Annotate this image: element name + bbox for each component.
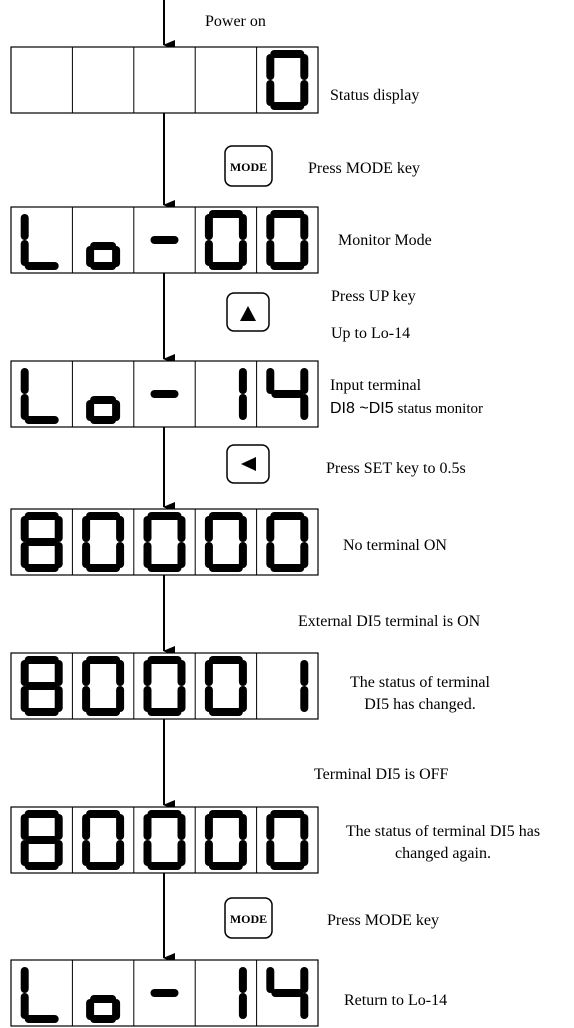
label-status-monitor: status monitor: [397, 401, 484, 417]
digit-L: [20, 214, 59, 270]
digit-0: [143, 512, 186, 572]
digit-8: [20, 512, 63, 572]
digit-L: [20, 967, 59, 1023]
mode-key[interactable]: MODE: [224, 145, 273, 187]
digit-0: [266, 50, 309, 110]
digit-0: [204, 210, 247, 270]
label-press-set: Press SET key to 0.5s: [326, 460, 466, 477]
label-di5-changed: The status of terminal DI5 has changed.: [320, 673, 520, 715]
digit-0: [143, 810, 186, 870]
digit-0: [204, 656, 247, 716]
digit-o: [86, 242, 121, 270]
digit-4: [266, 368, 309, 420]
triangle-up-icon: [240, 306, 256, 321]
display-panel-6: [10, 806, 319, 874]
mode-key-2[interactable]: MODE: [224, 897, 273, 939]
digit-0: [82, 656, 125, 716]
digit-8: [20, 656, 63, 716]
label-power-on: Power on: [205, 13, 266, 30]
digit-0: [143, 656, 186, 716]
up-key[interactable]: [226, 292, 270, 332]
digit-8: [20, 810, 63, 870]
label-di5-changed-line1: The status of terminal: [350, 674, 490, 691]
triangle-left-icon: [241, 457, 256, 471]
label-no-terminal-on: No terminal ON: [343, 537, 447, 554]
display-panel-3: [10, 360, 319, 428]
label-di5-changed-again: The status of terminal DI5 has changed a…: [314, 822, 572, 864]
digit-0: [82, 512, 125, 572]
digit-0: [204, 810, 247, 870]
digit-o: [86, 995, 121, 1023]
display-panel-4: [10, 508, 319, 576]
mode-key-label-2: MODE: [230, 912, 267, 926]
digit-o: [86, 396, 121, 424]
display-panel-2: [10, 206, 319, 274]
digit-0: [204, 512, 247, 572]
label-monitor-mode: Monitor Mode: [338, 232, 432, 249]
label-di5-off: Terminal DI5 is OFF: [314, 766, 449, 783]
digit-L: [20, 368, 59, 424]
display-panel-5: [10, 652, 319, 720]
display-panels: [10, 46, 319, 1027]
display-panel-1: [10, 46, 319, 114]
label-press-up: Press UP key: [331, 288, 416, 305]
label-di5-changed-again-line1: The status of terminal DI5 has: [345, 823, 541, 840]
label-di-monitor: DI8 ~DI5 status monitor: [330, 399, 483, 419]
digit-4: [266, 967, 309, 1019]
label-press-mode-2: Press MODE key: [327, 912, 439, 929]
digit-0: [266, 810, 309, 870]
label-press-mode: Press MODE key: [308, 160, 420, 177]
digit-0: [266, 210, 309, 270]
mode-key-label: MODE: [230, 160, 267, 174]
label-status-display: Status display: [330, 87, 420, 104]
label-input-terminal: Input terminal: [330, 377, 422, 394]
label-return: Return to Lo-14: [344, 992, 448, 1009]
set-key[interactable]: [226, 444, 270, 484]
display-panel-7: [10, 959, 319, 1027]
label-di-range: DI8 ~DI5: [330, 400, 394, 417]
label-di5-on: External DI5 terminal is ON: [298, 613, 481, 630]
label-di5-changed-line2: DI5 has changed.: [364, 696, 476, 713]
label-di5-changed-again-line2: changed again.: [395, 845, 491, 862]
label-up-to: Up to Lo-14: [331, 325, 411, 342]
digit-0: [82, 810, 125, 870]
digit-0: [266, 512, 309, 572]
